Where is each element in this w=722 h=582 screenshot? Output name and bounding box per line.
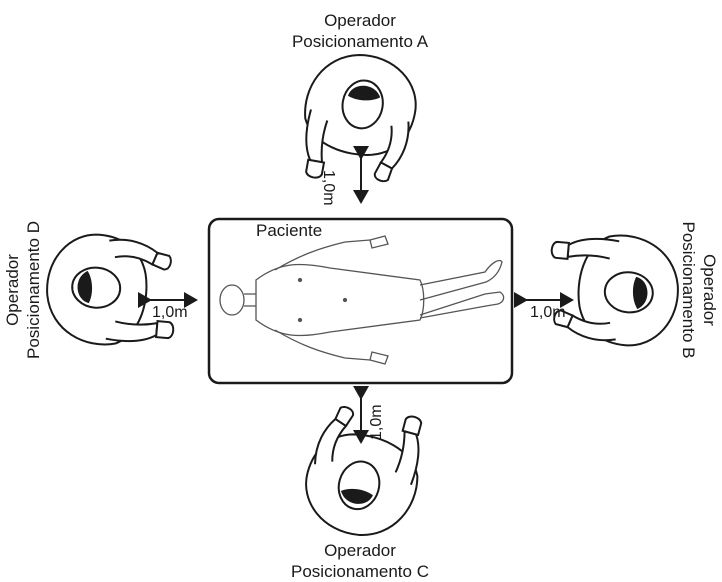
operator-a-figure — [293, 46, 423, 192]
distance-label-a: 1,0m — [319, 170, 337, 206]
operator-a-line1: Operador — [210, 10, 510, 31]
distance-label-b: 1,0m — [530, 304, 566, 322]
operator-d-figure — [43, 231, 181, 351]
distance-label-c: 1,0m — [368, 404, 386, 440]
operator-d-label: Operador Posicionamento D — [2, 160, 44, 420]
operator-b-line1: Operador — [699, 160, 720, 420]
operator-b-label: Operador Posicionamento B — [678, 160, 720, 420]
distance-label-d: 1,0m — [152, 304, 188, 322]
operator-d-line1: Operador — [2, 160, 23, 420]
operator-c-figure — [295, 394, 434, 547]
operator-c-line1: Operador — [210, 540, 510, 561]
operator-c-label: Operador Posicionamento C — [210, 540, 510, 582]
operator-d-line2: Posicionamento D — [23, 160, 44, 420]
operator-a-line2: Posicionamento A — [210, 31, 510, 52]
patient-table — [209, 219, 512, 383]
operator-b-figure — [544, 229, 682, 349]
operator-b-line2: Posicionamento B — [678, 160, 699, 420]
operator-a-label: Operador Posicionamento A — [210, 10, 510, 52]
patient-label: Paciente — [256, 221, 322, 241]
operator-c-line2: Posicionamento C — [210, 561, 510, 582]
